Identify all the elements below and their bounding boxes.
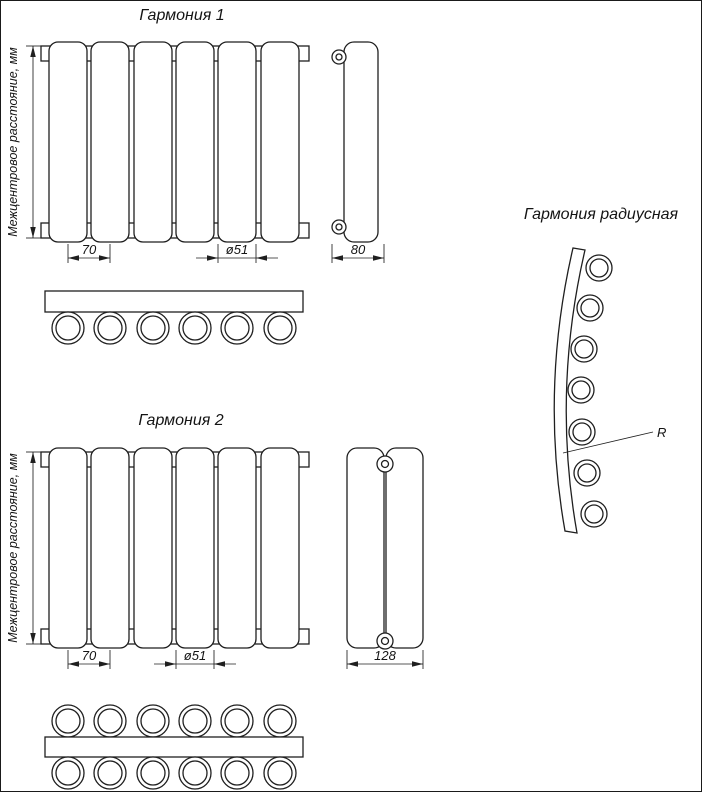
harmony1-axis-label: Межцентровое расстояние, мм xyxy=(6,47,20,237)
harmony1-pitch-value: 70 xyxy=(82,242,97,257)
harmony1-section: Гармония 1 Межцентровое расстояние, мм 7… xyxy=(6,7,385,344)
harmony-radius-title: Гармония радиусная xyxy=(524,206,679,223)
harmony1-top-view xyxy=(44,290,304,344)
radius-value: R xyxy=(657,425,666,440)
tube-ring xyxy=(570,335,598,363)
harmony2-top-view xyxy=(44,705,304,789)
pipe-connection-ring xyxy=(331,49,347,65)
collector-bar xyxy=(44,290,304,313)
side-tube xyxy=(343,41,379,243)
harmony2-pitch-dim xyxy=(67,650,111,669)
harmony2-title: Гармония 2 xyxy=(138,412,223,429)
harmony1-pitch-dim xyxy=(67,244,111,263)
harmony1-diameter-dim xyxy=(196,244,278,263)
harmony1-diameter-value: ø51 xyxy=(226,242,248,257)
harmony-radius-section: Гармония радиусная R xyxy=(524,206,679,534)
harmony2-depth-dim xyxy=(346,650,424,669)
radius-leader xyxy=(562,431,654,454)
harmony2-side-view xyxy=(346,447,424,650)
harmony1-title: Гармония 1 xyxy=(139,7,224,24)
harmony1-depth-dim xyxy=(331,244,385,263)
curved-collector xyxy=(553,247,586,534)
pipe-connection-ring xyxy=(376,632,394,650)
harmony1-side-view xyxy=(331,41,379,243)
pipe-connection-ring xyxy=(331,219,347,235)
harmony2-section: Гармония 2 Межцентровое расстояние, мм 7… xyxy=(6,412,424,789)
side-tube xyxy=(346,447,385,649)
harmony2-pitch-value: 70 xyxy=(82,648,97,663)
tube-ring xyxy=(585,254,613,282)
harmony1-depth-value: 80 xyxy=(351,242,366,257)
pipe-connection-ring xyxy=(376,455,394,473)
harmony2-axis-label: Межцентровое расстояние, мм xyxy=(6,453,20,643)
harmony2-depth-value: 128 xyxy=(374,648,396,663)
tube-ring xyxy=(567,376,595,404)
side-tube xyxy=(385,447,424,649)
tube-ring xyxy=(576,294,604,322)
harmony2-diameter-dim xyxy=(154,650,236,669)
tube-ring xyxy=(580,500,608,528)
harmony2-center-distance-dim xyxy=(26,451,42,645)
tube-ring xyxy=(573,459,601,487)
harmony-radius-top-view xyxy=(553,247,613,534)
harmony1-center-distance-dim xyxy=(26,45,42,239)
tube-ring xyxy=(568,418,596,446)
collector-bar xyxy=(44,736,304,758)
harmony2-diameter-value: ø51 xyxy=(184,648,206,663)
